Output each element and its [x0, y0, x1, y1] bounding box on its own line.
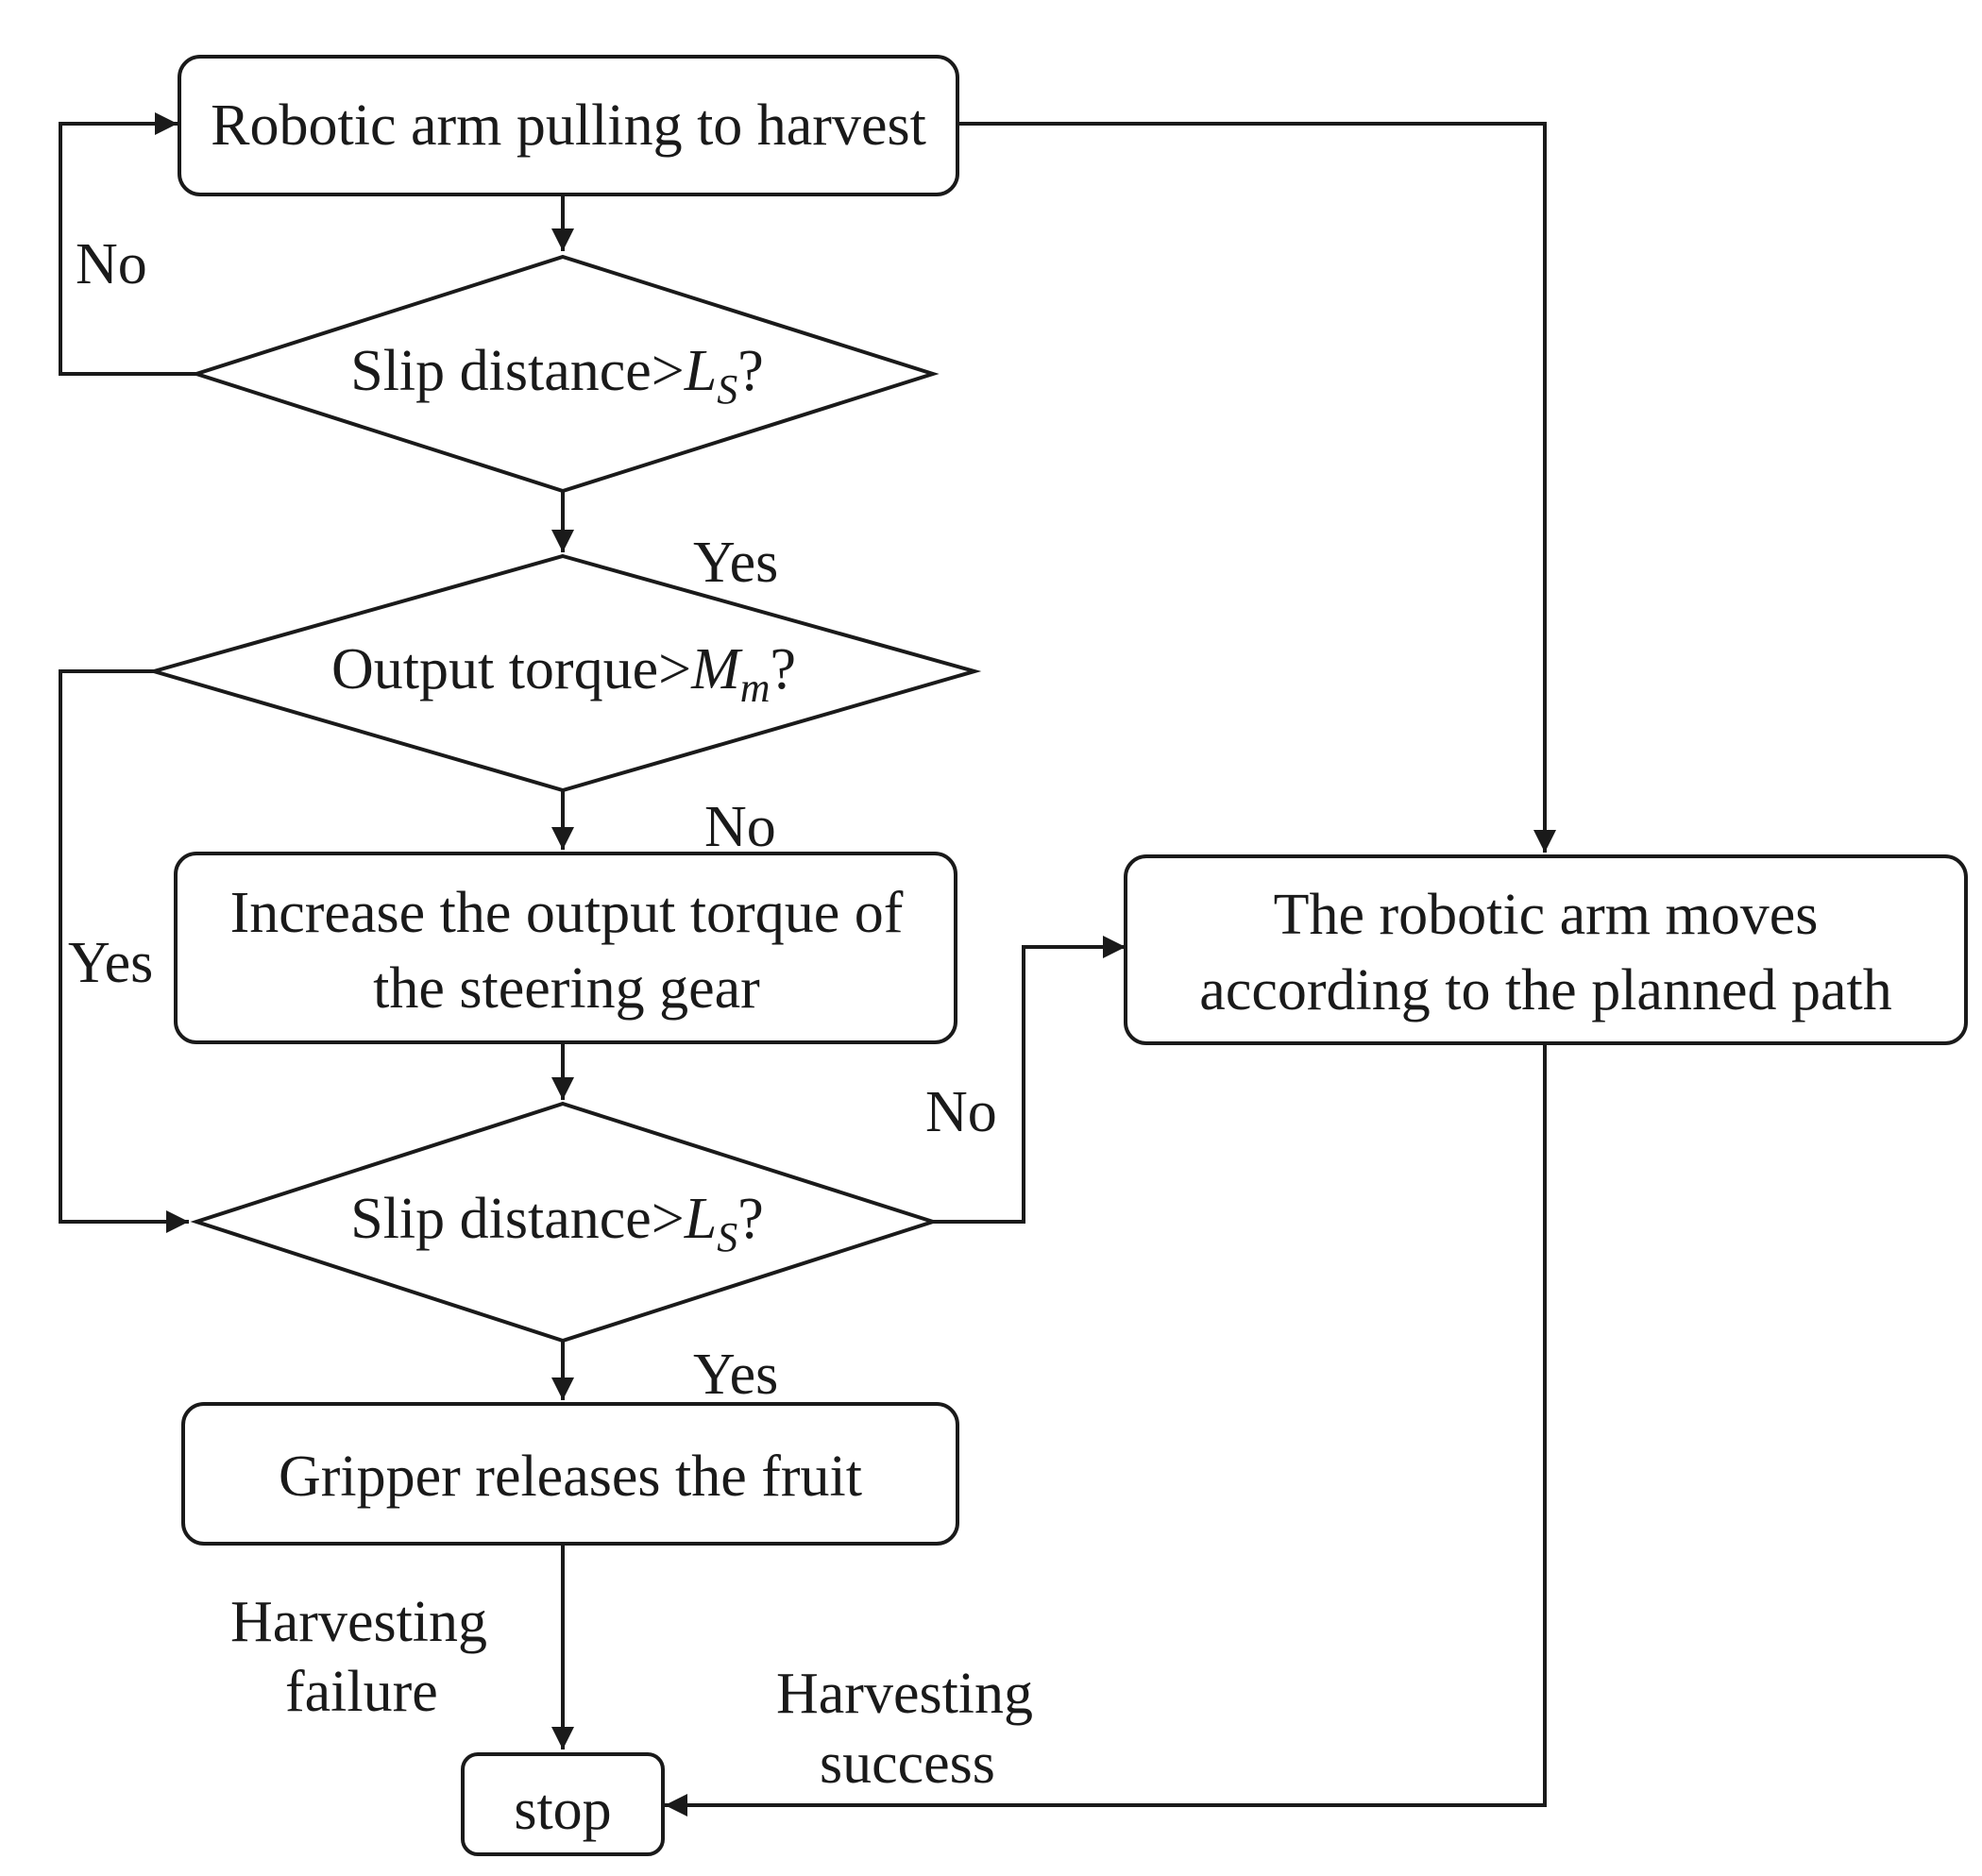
node-slip2-var: L	[684, 1187, 717, 1251]
node-torque-var: M	[690, 637, 743, 701]
label-torque-yes: Yes	[68, 931, 153, 995]
label-success-line1: Harvesting	[776, 1662, 1033, 1726]
node-slip2-suffix: ?	[737, 1187, 764, 1251]
label-success-line2: success	[820, 1732, 995, 1796]
node-torque-label: Output torque>Mm?	[331, 637, 796, 711]
node-torque-prefix: Output torque>	[331, 637, 691, 701]
node-increase: Increase the output torque of the steeri…	[174, 852, 957, 1044]
edge-moves-to-stop	[665, 1043, 1547, 1817]
node-stop-label: stop	[514, 1778, 611, 1842]
node-pull: Robotic arm pulling to harvest	[178, 55, 959, 196]
node-slip2-prefix: Slip distance>	[350, 1187, 685, 1251]
node-slip1: Slip distance>LS?	[190, 254, 940, 494]
node-slip2: Slip distance>LS?	[190, 1101, 940, 1344]
node-moves: The robotic arm moves according to the p…	[1124, 854, 1968, 1045]
edge-pull-to-moves	[957, 122, 1556, 853]
node-release: Gripper releases the fruit	[181, 1402, 959, 1546]
node-moves-line1: The robotic arm moves	[1274, 883, 1819, 947]
edges	[59, 112, 1556, 1817]
node-slip2-label: Slip distance>LS?	[350, 1187, 764, 1260]
label-slip1-no: No	[76, 232, 147, 296]
node-slip2-sub: S	[717, 1214, 737, 1260]
node-torque-suffix: ?	[771, 637, 797, 701]
node-moves-line2: according to the planned path	[1199, 958, 1891, 1023]
node-increase-line2: the steering gear	[373, 956, 760, 1021]
node-slip1-prefix: Slip distance>	[350, 339, 685, 403]
label-torque-no: No	[704, 795, 776, 859]
node-increase-line1: Increase the output torque of	[230, 881, 904, 945]
edge-labels: No Yes No Yes No Yes Harvesting failure …	[68, 232, 1033, 1796]
node-slip1-var: L	[684, 339, 717, 403]
node-stop: stop	[461, 1752, 665, 1856]
edge-slip2-no-to-moves	[933, 936, 1126, 1224]
node-release-label: Gripper releases the fruit	[279, 1445, 862, 1509]
node-slip1-suffix: ?	[737, 339, 764, 403]
label-slip2-no: No	[925, 1080, 997, 1144]
node-torque-sub: m	[740, 665, 771, 711]
label-slip1-yes: Yes	[693, 531, 778, 595]
label-failure-line1: Harvesting	[230, 1590, 487, 1654]
edge-slip1-no-loop	[59, 112, 196, 376]
edge-torque-yes-to-slip2	[59, 669, 189, 1233]
node-slip1-sub: S	[717, 366, 737, 413]
node-slip1-label: Slip distance>LS?	[350, 339, 764, 413]
node-pull-label: Robotic arm pulling to harvest	[211, 93, 926, 158]
label-slip2-yes: Yes	[693, 1343, 778, 1407]
label-failure-line2: failure	[285, 1660, 438, 1724]
node-torque: Output torque>Mm?	[146, 553, 982, 793]
